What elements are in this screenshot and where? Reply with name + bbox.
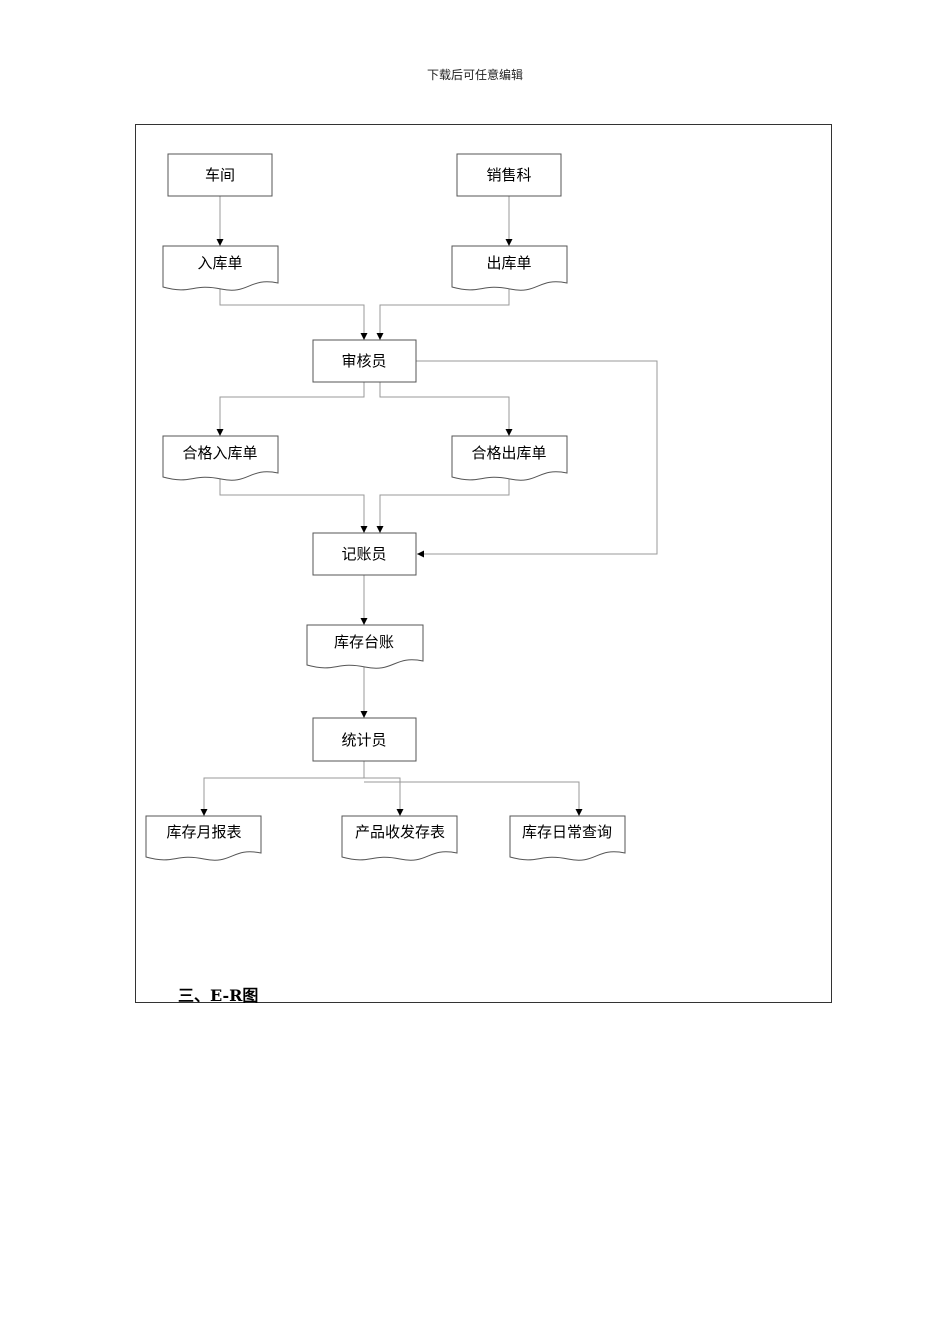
node-statistician: 统计员	[312, 717, 417, 762]
node-qualified-outbound-slip-label: 合格出库单	[471, 444, 546, 462]
node-qualified-inbound-slip: 合格入库单	[162, 435, 279, 481]
node-workshop-label: 车间	[205, 166, 235, 184]
node-auditor: 审核员	[312, 339, 417, 383]
edge-auditor-qualified-outbound	[379, 382, 513, 436]
node-inventory-ledger-label: 库存台账	[334, 633, 394, 651]
page-header: 下载后可任意编辑	[426, 68, 523, 82]
node-qualified-outbound-slip: 合格出库单	[451, 435, 568, 481]
node-workshop: 车间	[167, 153, 273, 197]
node-outbound-slip-label: 出库单	[486, 254, 531, 272]
connectors	[200, 196, 658, 816]
node-statistician-label: 统计员	[341, 731, 386, 749]
edge-outbound-auditor	[376, 286, 510, 340]
node-inbound-slip: 入库单	[162, 245, 279, 291]
node-bookkeeper-label: 记账员	[341, 545, 386, 563]
node-outbound-slip: 出库单	[451, 245, 568, 291]
edge-statistician-product	[364, 777, 404, 816]
node-product-io-report-label: 产品收发存表	[355, 823, 445, 841]
node-inventory-ledger: 库存台账	[306, 624, 424, 669]
node-daily-inventory-query-label: 库存日常查询	[522, 823, 612, 841]
node-bookkeeper: 记账员	[312, 532, 417, 576]
node-product-io-report: 产品收发存表	[341, 815, 458, 861]
node-sales-dept-label: 销售科	[486, 166, 531, 184]
node-inbound-slip-label: 入库单	[197, 254, 242, 272]
section-heading: 三、E-R图	[178, 986, 259, 1005]
diagram-frame	[135, 124, 832, 1003]
edge-qualified-inbound-bookkeeper	[219, 476, 368, 533]
edge-statistician-daily	[364, 781, 583, 816]
edge-qualified-outbound-bookkeeper	[376, 476, 510, 533]
node-sales-dept: 销售科	[456, 153, 562, 197]
node-monthly-inventory-report-label: 库存月报表	[166, 823, 241, 841]
edge-auditor-qualified-inbound	[216, 382, 365, 436]
edge-statistician-monthly	[200, 777, 364, 816]
edge-inbound-auditor	[219, 286, 368, 340]
node-qualified-inbound-slip-label: 合格入库单	[182, 444, 257, 462]
node-daily-inventory-query: 库存日常查询	[509, 815, 626, 861]
node-auditor-label: 审核员	[341, 352, 386, 370]
node-monthly-inventory-report: 库存月报表	[145, 815, 262, 861]
edge-auditor-bookkeeper	[416, 360, 658, 558]
